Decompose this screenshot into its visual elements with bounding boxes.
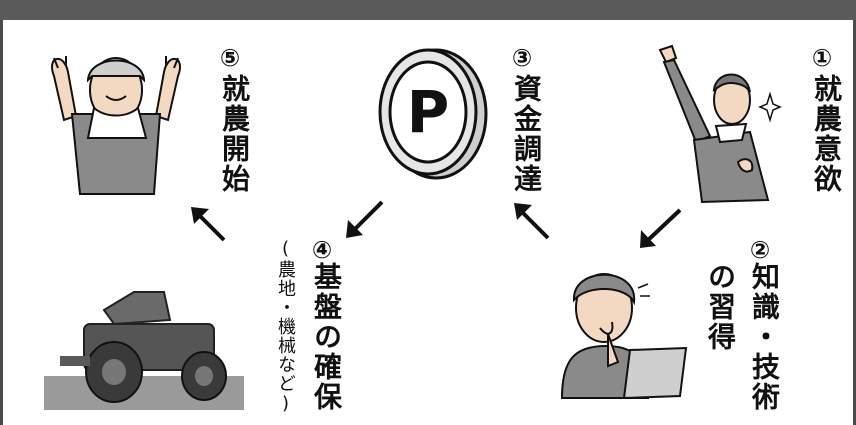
studying-person-illustration <box>560 273 688 400</box>
step2-number: ② <box>746 236 774 266</box>
step1-label: 就農意欲 <box>810 74 843 194</box>
step4-number: ④ <box>308 236 336 266</box>
step3-label: 資金調達 <box>510 74 543 194</box>
step2-label-line2: の習得 <box>704 262 737 352</box>
header-bar <box>0 0 856 20</box>
arrow-1-to-2 <box>640 208 682 248</box>
coin-letter: P <box>407 78 450 146</box>
step4-sublabel: (農地・機械など) <box>275 238 296 415</box>
step2-label: 知識・技術 <box>748 262 781 412</box>
farmer-woman-illustration <box>51 56 181 195</box>
step3-number: ③ <box>508 44 536 74</box>
sparkle-icon <box>758 91 782 123</box>
step5-number: ⑤ <box>216 44 244 74</box>
step4-label: 基盤の確保 <box>310 262 343 412</box>
arrow-3-to-4 <box>346 200 384 238</box>
coin-illustration: P <box>378 48 488 180</box>
motivated-man-illustration <box>658 44 782 204</box>
arrow-4-to-5 <box>191 207 226 242</box>
step5-label: 就農開始 <box>218 74 251 194</box>
arrow-2-to-3 <box>514 203 550 240</box>
step1-number: ① <box>808 44 836 74</box>
frame-right-border <box>853 20 856 425</box>
tractor-illustration <box>44 291 244 410</box>
frame-left-border <box>0 20 3 425</box>
